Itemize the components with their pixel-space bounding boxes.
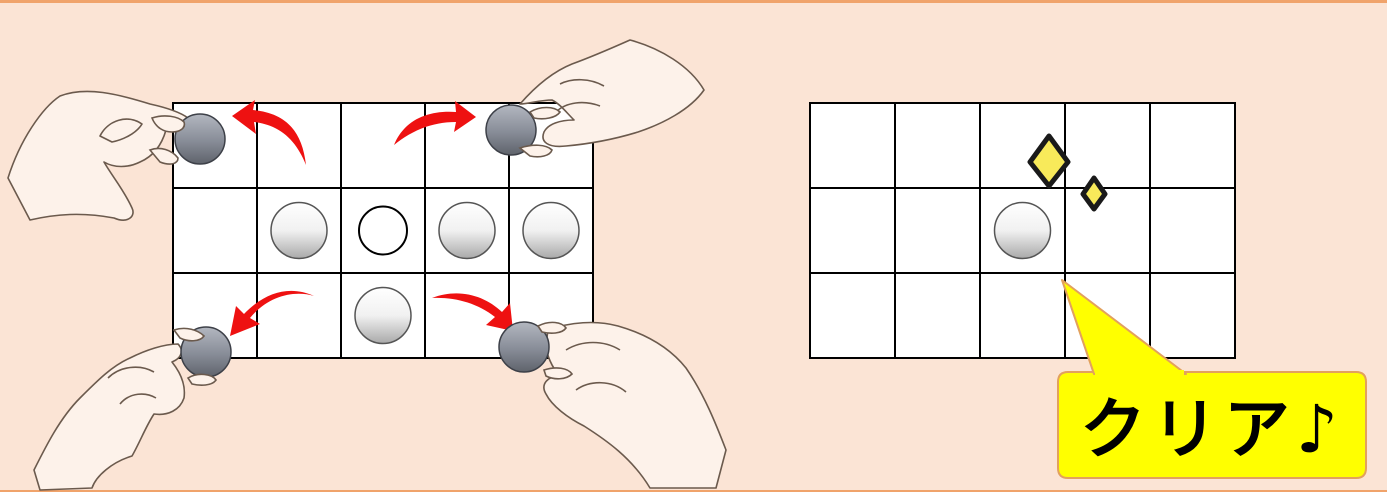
hand-bottom-right bbox=[543, 321, 727, 489]
removed-peg-top-left bbox=[174, 113, 226, 165]
peg bbox=[522, 201, 580, 260]
sparkle-icons bbox=[1027, 133, 1108, 212]
board-cell bbox=[894, 187, 981, 274]
arrow-icon bbox=[230, 290, 314, 336]
board-cell bbox=[1064, 187, 1151, 274]
bottom-divider bbox=[0, 490, 1387, 492]
empty-hole bbox=[358, 205, 408, 256]
peg bbox=[354, 286, 412, 345]
board-cell bbox=[172, 187, 258, 274]
sparkle-icon bbox=[1080, 175, 1108, 212]
board-cell bbox=[894, 102, 981, 189]
removed-peg-top-right bbox=[485, 104, 537, 156]
board-cell bbox=[1149, 187, 1236, 274]
move-arrows bbox=[230, 100, 513, 336]
board-cell bbox=[809, 187, 896, 274]
board-cell bbox=[979, 272, 1066, 359]
right-board bbox=[809, 102, 1236, 359]
callout-text: クリア♪ bbox=[1080, 391, 1344, 468]
sparkle-icon bbox=[1027, 133, 1071, 189]
board-cell bbox=[340, 102, 426, 189]
hand-top-left bbox=[7, 90, 192, 221]
callout-bubble bbox=[1057, 371, 1367, 479]
arrow-icon bbox=[394, 101, 476, 145]
fingertips bbox=[148, 106, 574, 386]
removed-peg-bottom-right bbox=[498, 321, 550, 373]
board-cell bbox=[256, 272, 342, 359]
board-cell bbox=[809, 272, 896, 359]
board-cell bbox=[1149, 272, 1236, 359]
board-cell bbox=[809, 102, 896, 189]
top-divider bbox=[0, 0, 1387, 3]
hand-bottom-left bbox=[33, 343, 186, 491]
left-board-pegs bbox=[270, 201, 580, 345]
clear-callout: クリア♪ bbox=[1057, 279, 1367, 479]
board-cell bbox=[894, 272, 981, 359]
arrow-icon bbox=[432, 293, 513, 331]
peg bbox=[993, 201, 1052, 260]
board-cell bbox=[1149, 102, 1236, 189]
right-board-pegs bbox=[993, 201, 1052, 260]
peg bbox=[270, 201, 328, 260]
board-cell bbox=[1064, 102, 1151, 189]
arrow-icon bbox=[232, 100, 306, 165]
hand-top-right bbox=[519, 39, 705, 148]
peg bbox=[438, 201, 496, 260]
